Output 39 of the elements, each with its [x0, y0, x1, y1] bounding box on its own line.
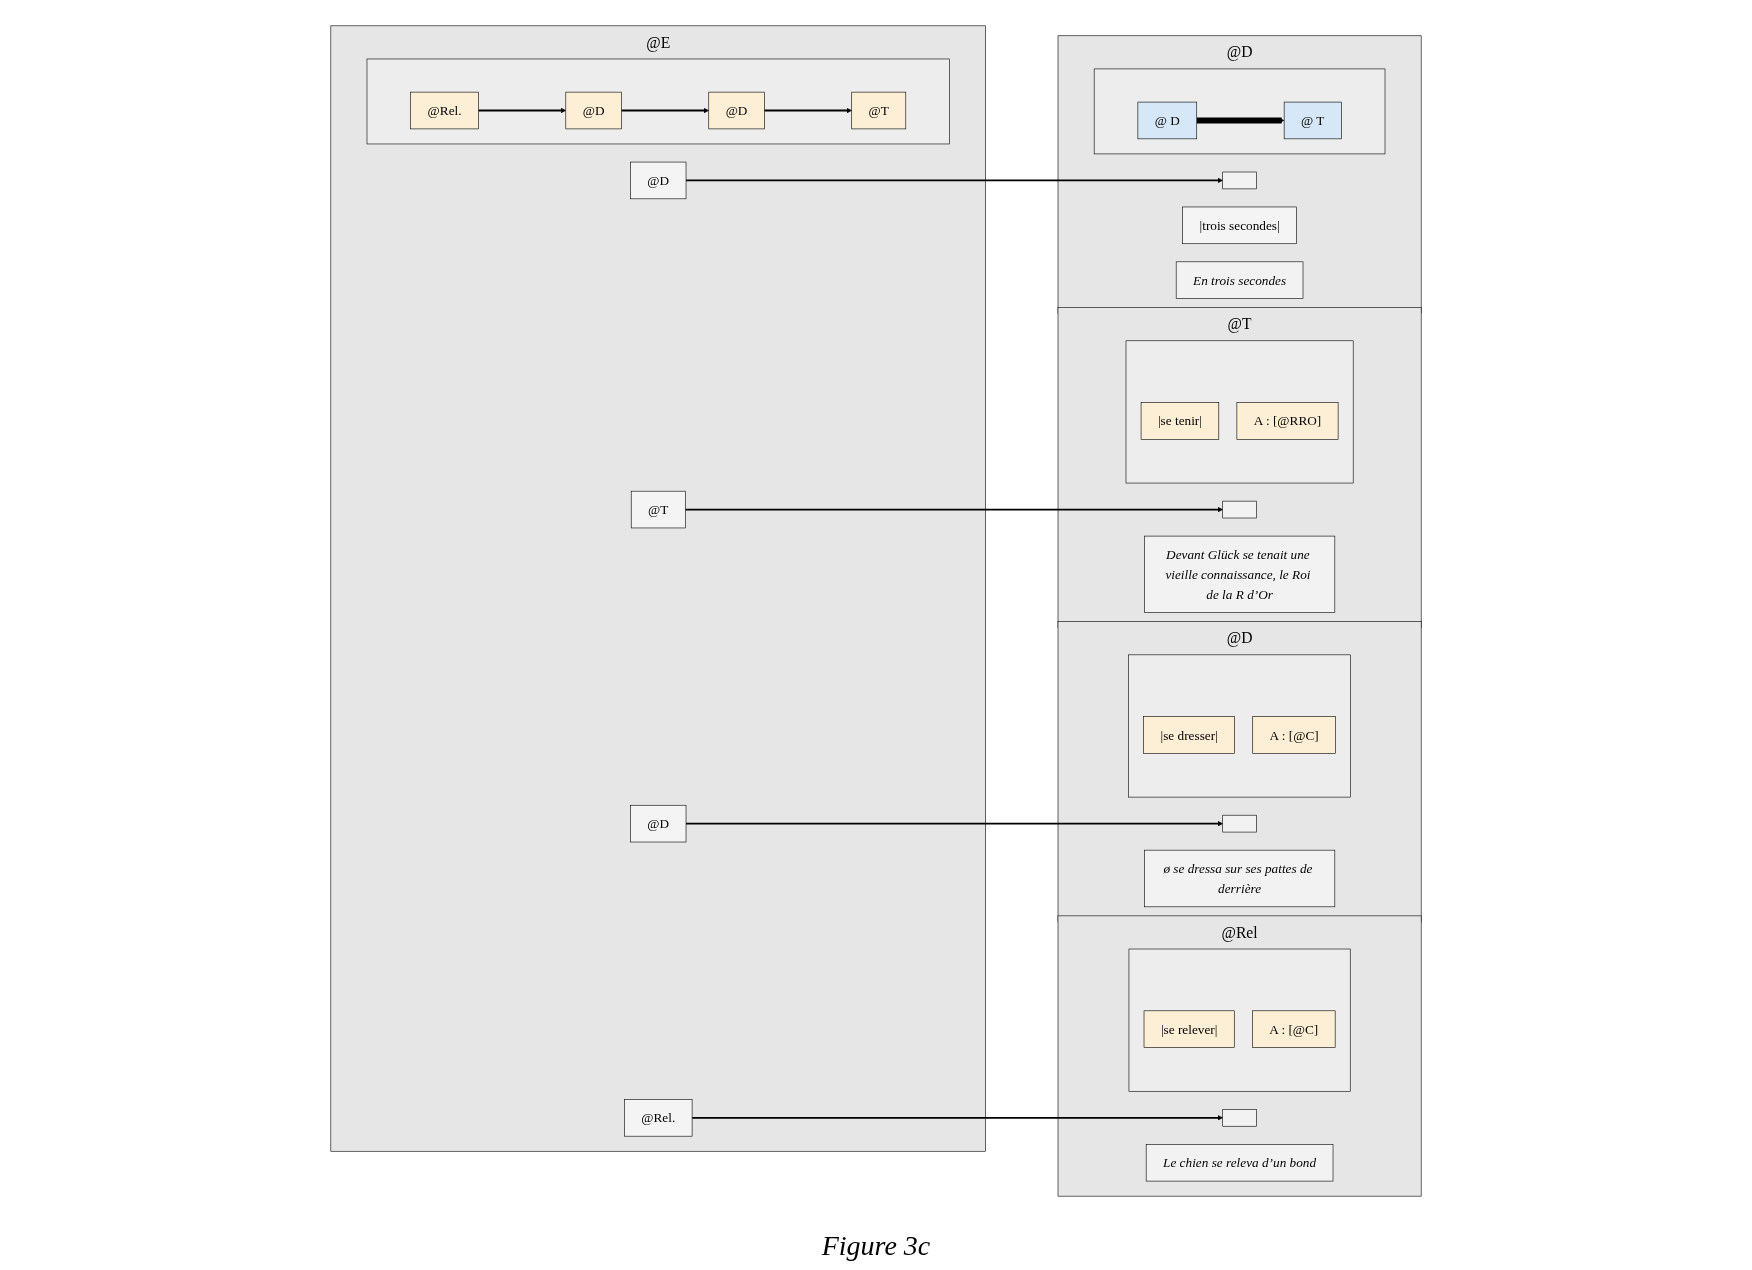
node-box: @Rel. — [410, 91, 479, 130]
node-box — [1222, 814, 1257, 833]
node-box: @ T — [1283, 101, 1342, 140]
cluster — [366, 58, 950, 145]
node-box: Le chien se releva d’un bond — [1145, 1144, 1334, 1182]
node-box: |se dresser| — [1143, 716, 1235, 754]
node-box: @ D — [1137, 101, 1198, 140]
node-box — [1222, 171, 1257, 190]
node-box: Devant Glück se tenait une vieille connaissance, le Roi de la R d’Or — [1144, 535, 1336, 613]
cluster — [1125, 340, 1354, 484]
cluster — [1128, 948, 1351, 1092]
node-box: @Rel. — [624, 1099, 693, 1137]
arrow — [1196, 117, 1285, 124]
node-box: @D — [630, 161, 687, 200]
arrow — [685, 177, 1223, 184]
node-box: @D — [565, 91, 622, 130]
arrow — [763, 107, 852, 114]
arrow — [685, 821, 1223, 827]
node-box: |se tenir| — [1140, 402, 1220, 440]
node-box — [1222, 1109, 1257, 1127]
node-box — [1222, 500, 1257, 519]
cluster — [1128, 654, 1351, 798]
node-box: |se relever| — [1143, 1010, 1235, 1048]
node-box: @D — [708, 91, 765, 130]
figure-caption: Figure 3c — [821, 1230, 931, 1262]
cluster — [1093, 68, 1386, 155]
node-box: @T — [630, 490, 686, 529]
node-box: En trois secondes — [1175, 261, 1304, 299]
arrow — [477, 107, 567, 114]
node-box: @D — [630, 804, 687, 843]
node-box: A : [@RRO] — [1236, 402, 1339, 440]
node-box: |trois secondes| — [1182, 206, 1297, 245]
arrow — [691, 1115, 1223, 1121]
node-box: A : [@C] — [1252, 716, 1336, 754]
arrow — [620, 107, 709, 114]
arrow — [684, 506, 1223, 513]
node-box: A : [@C] — [1252, 1010, 1336, 1048]
node-box: @T — [851, 91, 907, 130]
node-box: ø se dressa sur ses pattes de derrière — [1144, 849, 1336, 908]
